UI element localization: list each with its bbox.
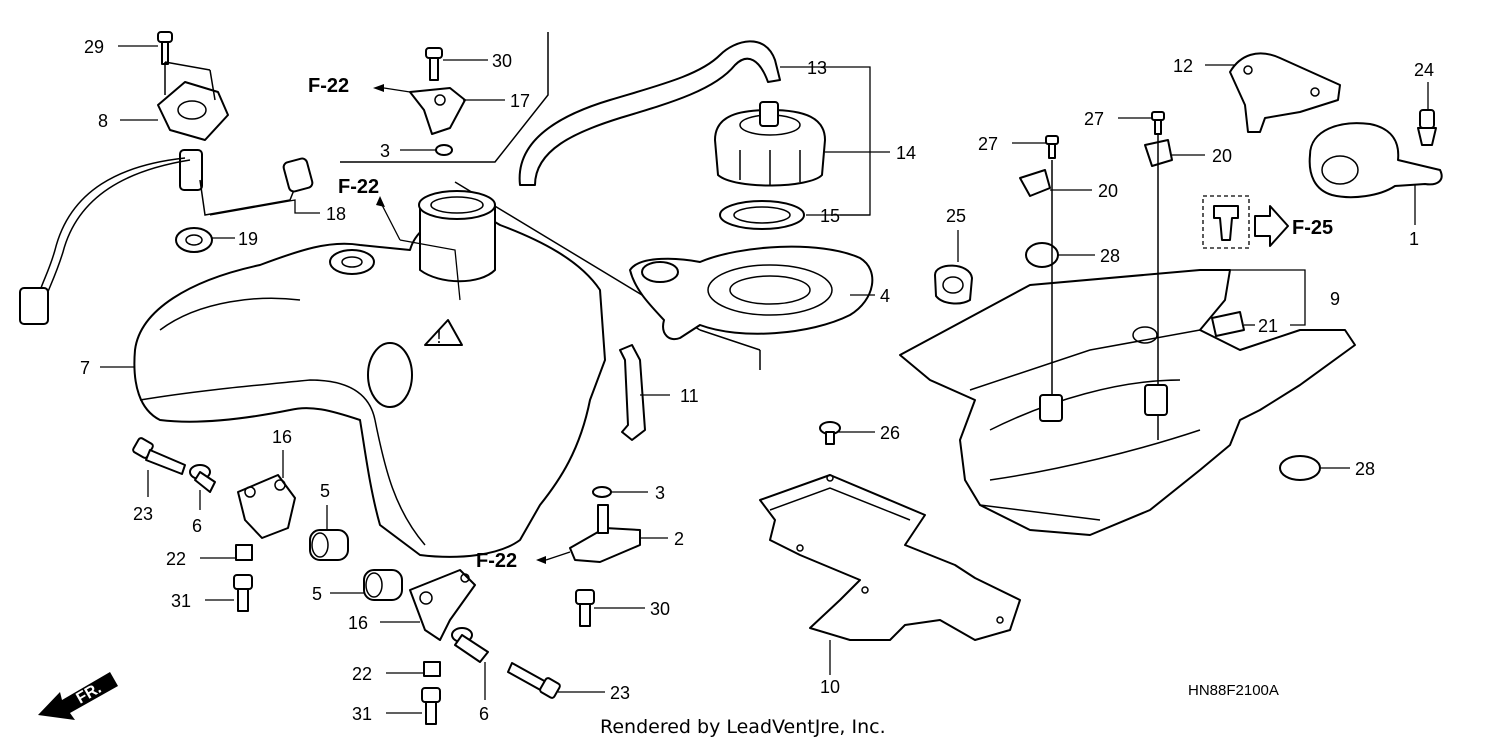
callout-25: 25 (946, 206, 966, 226)
part-5-cushion-upper (309, 529, 349, 561)
callout-22-left: 22 (166, 549, 186, 569)
part-30-bolt-top (425, 47, 443, 81)
callout-6-left: 6 (192, 516, 202, 536)
part-14-fuel-cap (714, 101, 826, 187)
reference-labels: F-22 F-22 F-22 F-25 (308, 75, 1333, 572)
part-28-plug-top (1025, 242, 1059, 268)
part-22-washer-left (235, 544, 253, 561)
part-9-under-tray (899, 135, 1356, 536)
callout-31-left: 31 (171, 591, 191, 611)
part-28-plug-right (1279, 455, 1321, 481)
callout-18: 18 (326, 204, 346, 224)
ref-f25: F-25 (1292, 217, 1333, 239)
callout-24: 24 (1414, 60, 1434, 80)
part-2-bracket-lower (569, 504, 641, 563)
part-17-bracket (409, 87, 466, 135)
part-6-collar-lower (451, 627, 489, 663)
part-19-grommet (175, 227, 213, 253)
callout-2: 2 (674, 529, 684, 549)
callout-20-right: 20 (1212, 146, 1232, 166)
callout-16-lower: 16 (348, 613, 368, 633)
callout-10: 10 (820, 677, 840, 697)
callout-27-left: 27 (978, 134, 998, 154)
part-5-cushion-lower (363, 569, 403, 601)
part-1-cover (1308, 122, 1443, 199)
part-12-bracket (1229, 52, 1341, 133)
part-23-bolt-left (132, 437, 186, 475)
callout-21: 21 (1258, 316, 1278, 336)
part-11-strap (619, 344, 646, 441)
svg-text:!: ! (436, 327, 441, 347)
callout-13: 13 (807, 58, 827, 78)
part-21-pad (1211, 311, 1245, 337)
part-4-filler-tray (629, 245, 874, 340)
callout-23-lower: 23 (610, 683, 630, 703)
callout-numbers: 29 8 30 17 3 13 14 15 12 24 27 27 20 20 … (80, 37, 1434, 724)
part-3-washer-top (435, 144, 453, 156)
callout-20-left: 20 (1098, 181, 1118, 201)
callout-19: 19 (238, 229, 258, 249)
callout-17: 17 (510, 91, 530, 111)
part-20-clips (1019, 139, 1173, 197)
callout-30-top: 30 (492, 51, 512, 71)
part-22-washer-lower (423, 661, 441, 677)
part-31-bolt-left (233, 574, 253, 612)
callout-8: 8 (98, 111, 108, 131)
f25-reference (1202, 195, 1289, 249)
callout-30-lower: 30 (650, 599, 670, 619)
part-30-bolt-lower (575, 589, 595, 627)
part-29-bolt (157, 31, 173, 65)
callout-4: 4 (880, 286, 890, 306)
part-8-flange (157, 61, 229, 141)
part-13-breather-hose (518, 40, 781, 186)
callout-31-lower: 31 (352, 704, 372, 724)
callout-27-right: 27 (1084, 109, 1104, 129)
ref-f22-mid: F-22 (338, 176, 379, 198)
callout-28-top: 28 (1100, 246, 1120, 266)
part-16-bracket-left (237, 474, 296, 539)
callout-28-right: 28 (1355, 459, 1375, 479)
render-credit: Rendered by LeadVentJre, Inc. (600, 716, 886, 738)
part-31-bolt-lower (421, 687, 441, 725)
callout-15: 15 (820, 206, 840, 226)
part-25-clamp (934, 264, 973, 305)
callout-6-lower: 6 (479, 704, 489, 724)
part-24-clip (1417, 109, 1437, 146)
part-23-bolt-lower (507, 662, 561, 699)
part-15-gasket (719, 200, 805, 230)
callout-3-lower: 3 (655, 483, 665, 503)
ref-f22-low: F-22 (476, 550, 517, 572)
part-27-screws (1045, 111, 1165, 159)
part-3-washer-lower (592, 486, 612, 498)
callout-9: 9 (1330, 289, 1340, 309)
callout-16-left: 16 (272, 427, 292, 447)
callout-7: 7 (80, 358, 90, 378)
part-6-collar-left (189, 464, 216, 493)
part-7-fuel-tank: ! (133, 190, 606, 558)
callout-23-left: 23 (133, 504, 153, 524)
callout-26: 26 (880, 423, 900, 443)
callout-5-lower: 5 (312, 584, 322, 604)
callout-11: 11 (680, 386, 699, 406)
callout-3-top: 3 (380, 141, 390, 161)
front-direction-arrow: FR. (38, 672, 118, 720)
part-18-fuel-sender (19, 149, 314, 325)
part-10-shield-plate (759, 474, 1021, 641)
callout-5-upper: 5 (320, 481, 330, 501)
callout-22-lower: 22 (352, 664, 372, 684)
leader-lines (100, 45, 1429, 714)
callout-1: 1 (1409, 229, 1419, 249)
ref-arrows (373, 84, 571, 564)
callout-12: 12 (1173, 56, 1193, 76)
callout-29: 29 (84, 37, 104, 57)
callout-14: 14 (896, 143, 916, 163)
diagram-code: HN88F2100A (1188, 682, 1279, 699)
part-26-push-clip (819, 421, 841, 445)
ref-f22-top: F-22 (308, 75, 349, 97)
part-16-bracket-lower (409, 569, 476, 641)
